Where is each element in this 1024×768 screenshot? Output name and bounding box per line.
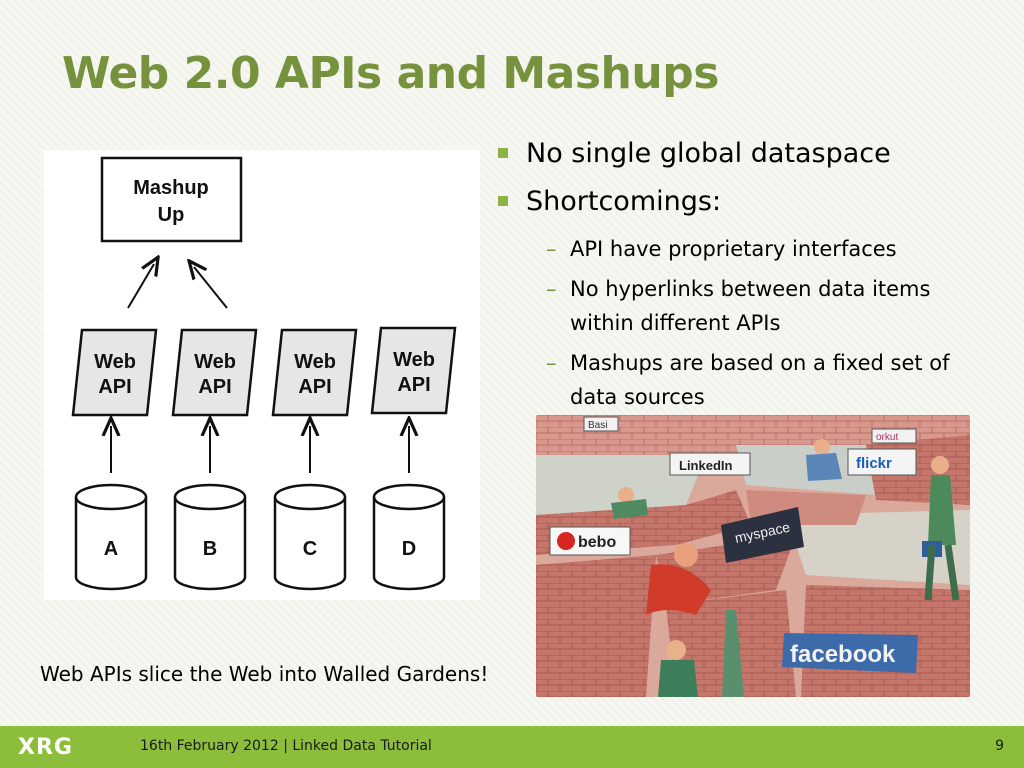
web-api-label: Web bbox=[294, 351, 336, 373]
flickr-sign: flickr bbox=[847, 448, 917, 476]
sign-label: Basi bbox=[588, 420, 607, 431]
web-api-box-a: Web API bbox=[71, 328, 158, 417]
square-bullet-icon bbox=[498, 148, 508, 158]
crawling-person-blue bbox=[806, 439, 842, 481]
sign-label: flickr bbox=[856, 455, 892, 472]
web-api-box-d: Web API bbox=[370, 326, 457, 415]
sign-label: bebo bbox=[578, 534, 616, 551]
data-source-label: A bbox=[104, 538, 118, 560]
page-number: 9 bbox=[995, 738, 1004, 754]
data-source-cylinder-b: B bbox=[173, 483, 247, 591]
data-source-cylinder-a: A bbox=[74, 483, 148, 591]
bullet-text: Shortcomings: bbox=[526, 186, 722, 217]
walled-gardens-cartoon: LinkedIn flickr myspace bebo facebook or… bbox=[536, 415, 970, 697]
arrow-api-a-to-mashup bbox=[127, 264, 154, 309]
mashup-box: Mashup Up bbox=[100, 156, 243, 243]
bullet-item: No single global dataspace bbox=[496, 136, 996, 172]
mashup-architecture-diagram: Mashup Up Web API Web API Web API Web AP… bbox=[44, 150, 480, 600]
sub-bullet-text: No hyperlinks between data items within … bbox=[570, 277, 931, 335]
data-source-cylinder-d: D bbox=[372, 483, 446, 591]
linkedin-sign: LinkedIn bbox=[669, 452, 751, 476]
web-api-label: API bbox=[98, 376, 131, 398]
sub-bullet-text: API have proprietary interfaces bbox=[570, 237, 897, 261]
facebook-sign: facebook bbox=[782, 633, 918, 673]
sub-bullet-text: Mashups are based on a fixed set of data… bbox=[570, 351, 950, 409]
sub-bullet-item: – No hyperlinks between data items withi… bbox=[496, 272, 996, 340]
slide-title: Web 2.0 APIs and Mashups bbox=[62, 48, 719, 99]
orkut-sign: orkut bbox=[871, 428, 917, 444]
basi-sign: Basi bbox=[583, 416, 619, 432]
sub-bullet-item: – API have proprietary interfaces bbox=[496, 232, 996, 266]
sign-label: LinkedIn bbox=[679, 458, 733, 473]
sub-bullet-item: – Mashups are based on a fixed set of da… bbox=[496, 346, 996, 414]
dash-bullet-icon: – bbox=[546, 351, 557, 375]
person-on-wall bbox=[611, 487, 648, 519]
arrow-api-b-to-mashup bbox=[194, 267, 228, 309]
web-api-label: Web bbox=[94, 351, 136, 373]
bullet-text: No single global dataspace bbox=[526, 138, 891, 169]
image-caption: Web APIs slice the Web into Walled Garde… bbox=[40, 662, 489, 686]
walking-businessman bbox=[922, 456, 960, 601]
dash-bullet-icon: – bbox=[546, 277, 557, 301]
data-source-cylinder-c: C bbox=[273, 483, 347, 591]
bebo-sign: bebo bbox=[549, 526, 631, 556]
footer-text: 16th February 2012 | Linked Data Tutoria… bbox=[140, 738, 432, 754]
bullet-item: Shortcomings: bbox=[496, 184, 996, 220]
web-api-label: Web bbox=[194, 351, 236, 373]
data-source-label: B bbox=[203, 538, 217, 560]
mashup-label-line1: Mashup bbox=[133, 177, 209, 199]
sign-label: facebook bbox=[790, 641, 896, 668]
mashup-label-line2: Up bbox=[158, 204, 185, 226]
xrg-logo: XRG bbox=[18, 732, 73, 762]
data-source-label: D bbox=[402, 538, 416, 560]
sign-label: orkut bbox=[876, 432, 898, 443]
bullet-list: No single global dataspace Shortcomings:… bbox=[496, 136, 996, 420]
web-api-box-b: Web API bbox=[171, 328, 258, 417]
web-api-label: API bbox=[198, 376, 231, 398]
web-api-box-c: Web API bbox=[271, 328, 358, 417]
web-api-label: API bbox=[397, 374, 430, 396]
climbing-person-green bbox=[658, 610, 744, 697]
square-bullet-icon bbox=[498, 196, 508, 206]
data-source-label: C bbox=[303, 538, 317, 560]
myspace-sign: myspace bbox=[721, 507, 804, 563]
web-api-label: API bbox=[298, 376, 331, 398]
logo-text: XRG bbox=[18, 734, 73, 760]
climbing-person-red bbox=[646, 543, 711, 615]
dash-bullet-icon: – bbox=[546, 237, 557, 261]
web-api-label: Web bbox=[393, 349, 435, 371]
footer-bar: XRG 16th February 2012 | Linked Data Tut… bbox=[0, 726, 1024, 768]
